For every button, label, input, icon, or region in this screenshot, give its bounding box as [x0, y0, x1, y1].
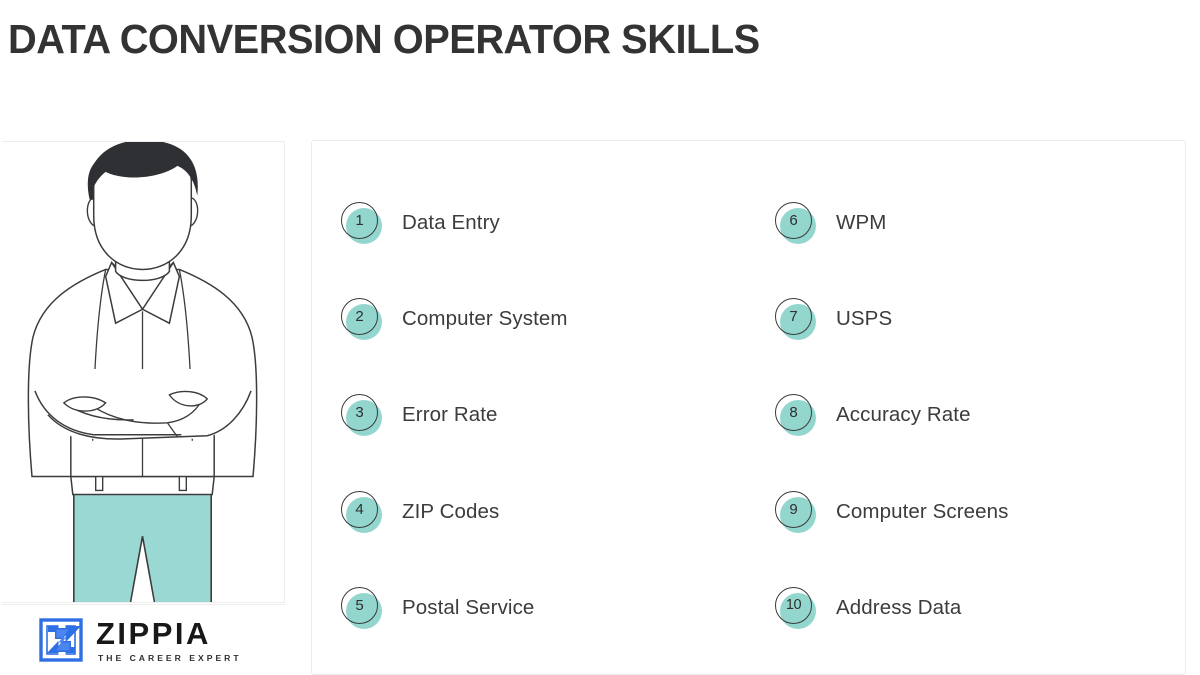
number-badge-icon: 10	[774, 586, 818, 630]
badge-number: 1	[355, 212, 364, 230]
skill-item-1: 1 Data Entry	[312, 175, 742, 271]
logo-text: ZIPPIA THE CAREER EXPERT	[96, 618, 242, 663]
badge-number: 7	[789, 308, 798, 326]
skill-label: Accuracy Rate	[836, 403, 971, 427]
skill-label: ZIP Codes	[402, 499, 500, 523]
skill-item-7: 7 USPS	[742, 271, 1187, 367]
skill-label: Postal Service	[402, 595, 535, 619]
badge-number: 9	[789, 500, 798, 518]
number-badge-icon: 2	[340, 297, 384, 341]
number-badge-icon: 5	[340, 586, 384, 630]
person-illustration	[27, 142, 258, 602]
skill-item-2: 2 Computer System	[312, 271, 742, 367]
badge-number: 2	[355, 308, 364, 326]
badge-number: 8	[789, 404, 798, 422]
number-badge-icon: 7	[774, 297, 818, 341]
badge-number: 10	[785, 597, 802, 614]
logo-wordmark: ZIPPIA	[96, 615, 211, 651]
number-badge-icon: 9	[774, 490, 818, 534]
skill-item-4: 4 ZIP Codes	[312, 464, 742, 560]
badge-number: 5	[355, 596, 364, 614]
badge-number: 3	[355, 404, 364, 422]
skill-label: WPM	[836, 211, 887, 235]
zippia-logo-icon	[39, 618, 83, 662]
skill-label: Computer Screens	[836, 499, 1009, 523]
skill-item-9: 9 Computer Screens	[742, 464, 1187, 560]
skill-label: USPS	[836, 307, 893, 331]
skill-item-10: 10 Address Data	[742, 560, 1187, 656]
number-badge-icon: 8	[774, 393, 818, 437]
number-badge-icon: 3	[340, 393, 384, 437]
illustration-panel	[2, 141, 285, 603]
badge-number: 6	[789, 212, 798, 230]
skill-item-5: 5 Postal Service	[312, 560, 742, 656]
skill-item-3: 3 Error Rate	[312, 367, 742, 463]
logo-tagline: THE CAREER EXPERT	[98, 652, 242, 663]
brand-logo: ZIPPIA THE CAREER EXPERT	[2, 604, 285, 675]
number-badge-icon: 6	[774, 201, 818, 245]
skill-label: Error Rate	[402, 403, 498, 427]
skill-label: Data Entry	[402, 211, 500, 235]
skill-item-8: 8 Accuracy Rate	[742, 367, 1187, 463]
skills-card: 1 Data Entry 2 Computer System 3 Error R…	[311, 140, 1186, 675]
skill-label: Computer System	[402, 307, 568, 331]
number-badge-icon: 4	[340, 490, 384, 534]
skill-item-6: 6 WPM	[742, 175, 1187, 271]
page-title: DATA CONVERSION OPERATOR SKILLS	[8, 16, 760, 62]
skills-grid: 1 Data Entry 2 Computer System 3 Error R…	[312, 141, 1185, 674]
badge-number: 4	[355, 500, 364, 518]
skill-label: Address Data	[836, 595, 962, 619]
number-badge-icon: 1	[340, 201, 384, 245]
